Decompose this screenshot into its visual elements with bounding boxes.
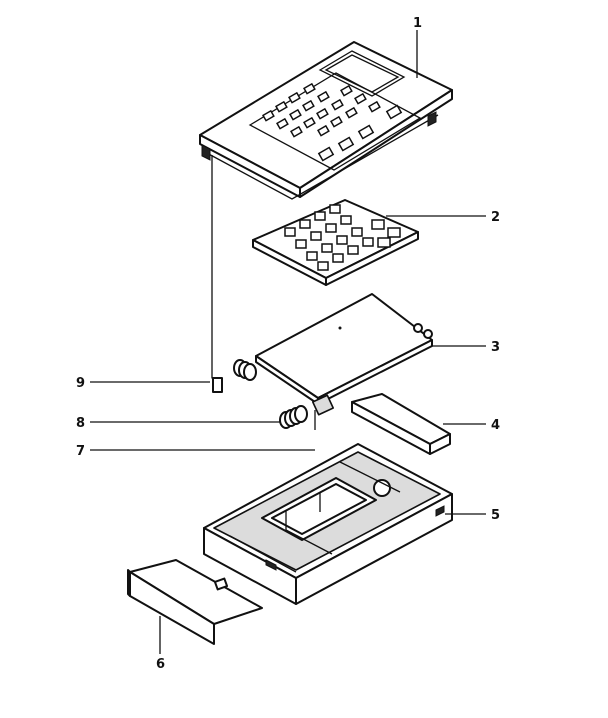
part-battery-cover-strip bbox=[351, 393, 451, 455]
callout-5: 5 bbox=[491, 508, 500, 523]
callout-4: 4 bbox=[491, 418, 500, 433]
part-circuit-board bbox=[255, 293, 433, 430]
callout-labels: 1 2 3 4 5 6 7 8 9 bbox=[76, 16, 500, 672]
leader-lines bbox=[90, 30, 486, 654]
part-rubber-keypad bbox=[252, 199, 419, 286]
callout-7: 7 bbox=[76, 444, 85, 459]
callout-1: 1 bbox=[413, 16, 422, 31]
callout-9: 9 bbox=[76, 376, 85, 391]
part-wire-terminal bbox=[211, 155, 223, 393]
keypad-button-domes bbox=[284, 204, 401, 271]
keypad-key-grid bbox=[262, 82, 403, 162]
part-top-housing bbox=[199, 41, 453, 200]
part-battery-spring-upper bbox=[233, 359, 257, 381]
callout-6: 6 bbox=[156, 657, 165, 672]
part-battery-door bbox=[127, 559, 263, 645]
callout-3: 3 bbox=[491, 340, 500, 355]
part-bottom-case bbox=[203, 443, 453, 605]
callout-8: 8 bbox=[76, 416, 85, 431]
callout-2: 2 bbox=[491, 210, 500, 225]
part-battery-spring bbox=[279, 405, 308, 429]
